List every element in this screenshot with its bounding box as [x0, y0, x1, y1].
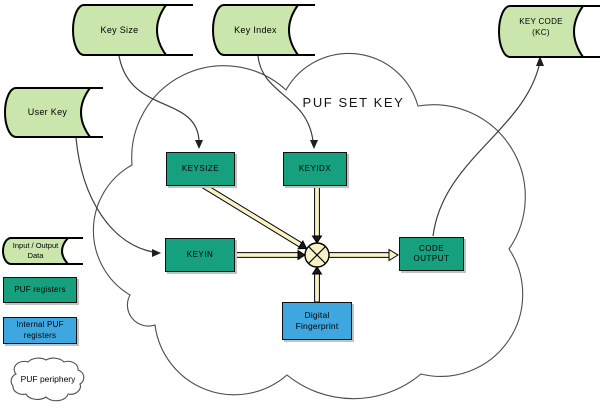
arrowhead-up-icon	[536, 56, 544, 66]
legend-io-data-line2: Data	[27, 251, 44, 261]
keyidx-register: KEYIDX	[283, 152, 347, 186]
diagram-title: PUF SET KEY	[302, 95, 405, 110]
key-code-label-line1: KEY CODE	[519, 17, 563, 26]
bus-arrowhead-icon	[388, 248, 399, 262]
legend-puf-periphery-label: PUF periphery	[20, 374, 76, 384]
digital-fingerprint-register: Digital Fingerprint	[282, 302, 352, 340]
legend-store-icon	[2, 237, 69, 265]
keyin-label: KEYIN	[186, 249, 214, 259]
key-index-to-keyidx-arrow	[257, 55, 314, 142]
bus-arrow-shaft	[314, 273, 320, 303]
code-output-to-key-code-arrow	[432, 65, 540, 237]
arrowhead-right-icon	[152, 249, 161, 257]
legend-cloud-icon	[10, 357, 85, 402]
bus-arrow-shaft	[328, 252, 390, 258]
puf-periphery-cloud	[92, 52, 526, 400]
key-size-store	[72, 4, 167, 56]
key-index-store	[212, 4, 299, 56]
legend-internal-line2: registers	[23, 330, 57, 340]
control-arrows	[75, 55, 544, 257]
bus-arrowhead-icon	[297, 249, 306, 261]
key-index-label: Key Index	[234, 25, 277, 35]
mixer-icon	[304, 242, 330, 268]
key-code-label: KEY CODE (KC)	[499, 17, 583, 39]
arrowhead-down-icon	[195, 140, 203, 149]
data-stores	[2, 4, 600, 265]
legend-puf-registers-label: PUF registers	[14, 284, 66, 294]
code-output-register: CODE OUTPUT	[399, 237, 464, 271]
digital-fingerprint-label-line1: Digital	[304, 309, 330, 320]
bus-arrow-shaft	[314, 185, 320, 237]
code-output-label-line2: OUTPUT	[413, 254, 450, 263]
bus-arrowhead-icon	[311, 266, 323, 275]
keysize-label: KEYSIZE	[181, 163, 220, 173]
key-code-store	[498, 5, 584, 58]
legend-io-data-line1: Input / Output	[12, 241, 59, 250]
legend-store-rim	[68, 237, 83, 265]
keysize-register: KEYSIZE	[166, 152, 235, 186]
legend-io-data-label: Input / Output Data	[3, 241, 68, 261]
bus-arrow-shaft	[234, 252, 299, 258]
bus-arrowhead-icon	[297, 239, 308, 250]
bus-arrowhead-icon	[311, 235, 323, 244]
key-size-store-rim	[166, 4, 193, 56]
keyin-register: KEYIN	[165, 238, 235, 272]
arrowhead-down-icon	[310, 140, 318, 149]
user-key-store	[4, 87, 91, 138]
key-index-store-rim	[298, 4, 315, 56]
key-code-label-line2: (KC)	[532, 27, 550, 37]
keyidx-label: KEYIDX	[298, 163, 332, 173]
user-key-store-rim	[90, 87, 103, 138]
key-code-store-rim	[583, 5, 600, 58]
code-output-label-line1: CODE	[418, 243, 445, 253]
key-size-label: Key Size	[100, 25, 139, 35]
legend-internal-puf-registers: Internal PUF registers	[3, 317, 77, 344]
user-key-to-keyin-arrow	[75, 137, 154, 253]
legend-internal-line1: Internal PUF	[16, 320, 64, 330]
digital-fingerprint-label-line2: Fingerprint	[295, 321, 339, 331]
user-key-label: User Key	[27, 107, 68, 117]
key-size-to-keysize-arrow	[118, 55, 200, 142]
legend-puf-registers: PUF registers	[3, 277, 77, 303]
